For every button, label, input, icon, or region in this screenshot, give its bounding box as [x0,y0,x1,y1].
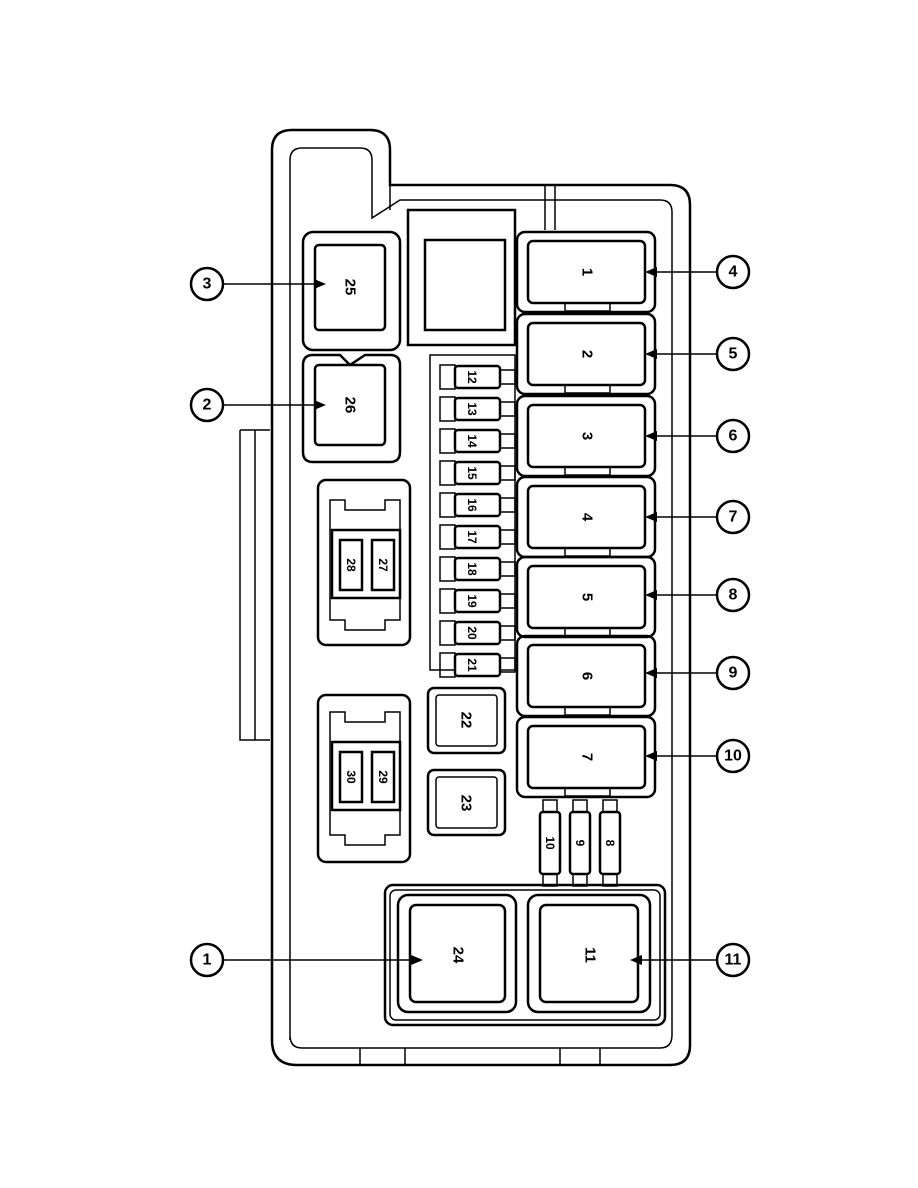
svg-text:5: 5 [729,346,738,363]
svg-text:22: 22 [458,712,475,729]
svg-text:7: 7 [579,753,596,761]
fuse-22: 22 [426,686,507,755]
callout-6: 6 [645,418,751,454]
svg-text:6: 6 [729,428,738,445]
empty-cavity [406,208,517,347]
svg-text:10: 10 [724,748,742,765]
mini-fuse-14: 14 [439,428,516,454]
callout-5: 5 [645,336,751,372]
svg-text:4: 4 [579,513,596,522]
svg-text:11: 11 [582,947,599,963]
svg-text:15: 15 [465,466,479,480]
svg-text:14: 14 [465,434,479,448]
svg-text:30: 30 [344,770,358,784]
relay-25: 25 [301,230,402,352]
svg-text:6: 6 [579,672,596,680]
svg-text:10: 10 [543,836,557,850]
svg-text:2: 2 [203,397,212,414]
svg-text:27: 27 [376,558,390,572]
svg-text:11: 11 [725,952,742,969]
svg-text:29: 29 [376,770,390,784]
relay-3: 3 [515,394,657,478]
svg-text:3: 3 [203,276,212,293]
relay-24: 24 [396,893,518,1014]
callout-9: 9 [645,655,751,691]
mini-fuse-19: 19 [439,588,516,614]
svg-text:7: 7 [729,509,738,526]
callout-2: 2 [189,387,326,423]
relay-6: 6 [515,634,657,718]
relay-5: 5 [515,555,657,639]
svg-text:2: 2 [579,350,596,358]
svg-text:19: 19 [465,594,479,608]
relay-11: 11 [526,893,652,1014]
svg-text:17: 17 [465,530,479,544]
fuse-holder-27-28: 28 27 [316,478,412,647]
mini-fuse-15: 15 [439,460,516,486]
relay-2: 2 [515,312,657,396]
relay-1: 1 [515,230,657,314]
svg-text:18: 18 [465,562,479,576]
fuse-holder-29-30: 30 29 [316,693,412,864]
mini-fuse-12: 12 [439,364,516,390]
relay-7: 7 [515,715,657,799]
mini-fuse-13: 13 [439,396,516,422]
svg-text:8: 8 [603,840,617,847]
mini-fuse-17: 17 [439,524,516,550]
svg-text:4: 4 [729,264,738,281]
callout-8: 8 [645,577,751,613]
svg-text:12: 12 [465,370,479,384]
callout-7: 7 [645,499,751,535]
callout-10: 10 [645,738,751,774]
relay-4: 4 [515,475,657,559]
housing-outline [239,128,692,1067]
callout-3: 3 [189,266,326,302]
mini-fuse-18: 18 [439,556,516,582]
svg-text:3: 3 [579,432,596,440]
fuse-9: 9 [568,799,592,887]
fuse-10: 10 [538,799,562,887]
svg-text:9: 9 [573,840,587,847]
svg-text:5: 5 [579,593,596,601]
callout-11: 11 [630,942,751,978]
mini-fuse-16: 16 [439,492,516,518]
svg-text:23: 23 [458,795,475,812]
svg-text:24: 24 [450,947,467,964]
fuse-8: 8 [598,799,622,887]
callout-4: 4 [645,254,751,290]
mini-fuse-21: 21 [439,652,516,678]
callout-1: 1 [189,942,423,978]
mini-fuse-20: 20 [439,620,516,646]
svg-text:8: 8 [729,587,738,604]
svg-text:9: 9 [729,665,738,682]
svg-text:13: 13 [465,402,479,416]
svg-text:20: 20 [465,626,479,640]
svg-text:26: 26 [342,397,359,414]
svg-text:1: 1 [579,268,596,276]
fuse-23: 23 [426,768,507,837]
svg-text:25: 25 [342,279,359,296]
svg-text:21: 21 [465,658,479,672]
svg-text:16: 16 [465,498,479,512]
large-relay-block [383,883,667,1027]
svg-text:28: 28 [344,558,358,572]
svg-text:1: 1 [203,952,212,969]
